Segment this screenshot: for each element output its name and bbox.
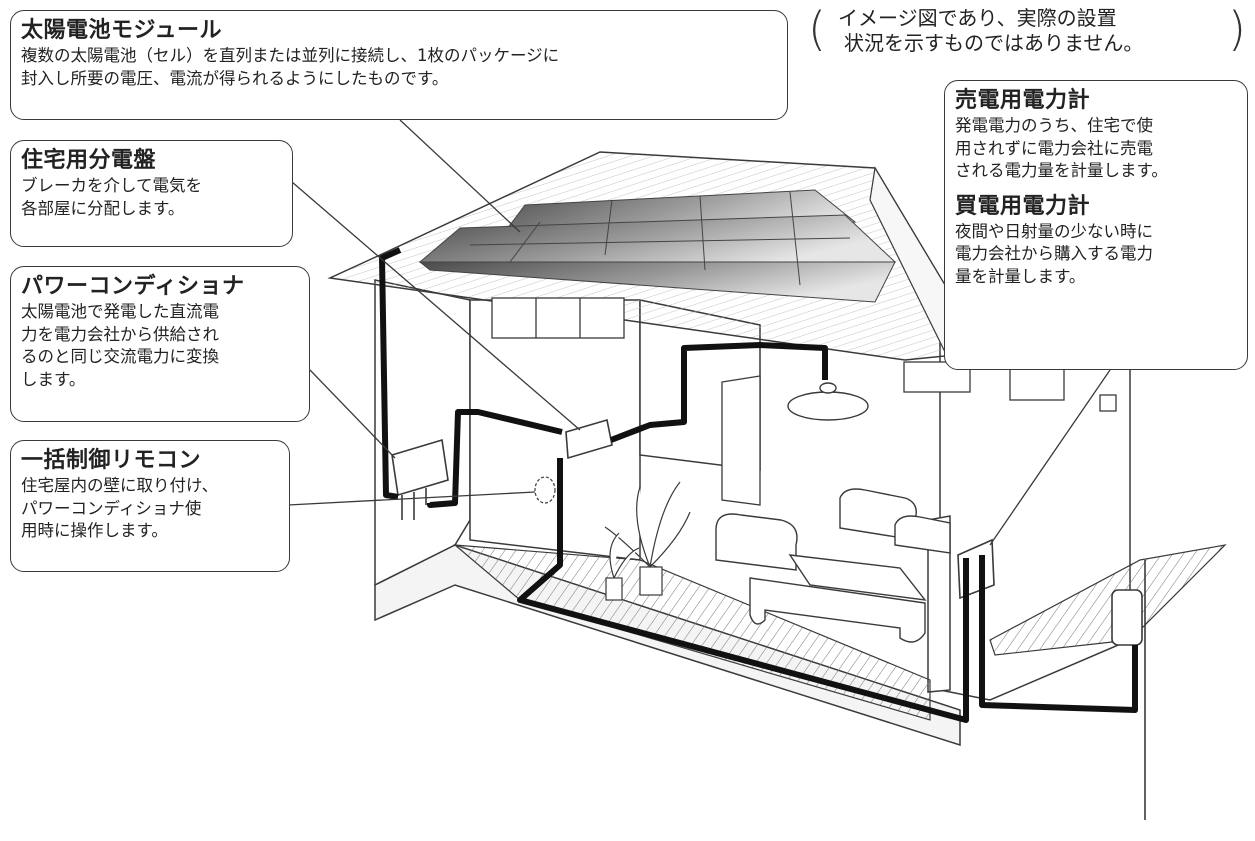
note-close-paren: ) [1228,2,1246,56]
wires [379,247,1138,723]
callout-line: 各部屋に分配します。 [21,198,185,218]
callout-line: 用されずに電力会社に売電 [955,138,1153,158]
callout-line: パワーコンディショナ使 [21,498,202,518]
callout-line: 電力会社から購入する電力 [955,244,1153,263]
note-line-2: 状況を示すものではありません。 [844,31,1144,55]
deck-floor [989,544,1227,656]
note-open-paren: ( [808,2,826,56]
callout-title: パワーコンディショナ [21,274,245,299]
callout-line: 力を電力会社から供給され [21,324,219,344]
callout-title: 太陽電池モジュール [21,18,222,43]
callout-meters: 売電用電力計 発電電力のうち、住宅で使 用されずに電力会社に売電 される電力量を… [944,80,1248,370]
callout-line: 封入し所要の電圧、電流が得られるようにしたものです。 [21,68,449,88]
callout-line: 複数の太陽電池（セル）を直列または並列に接続し、1枚のパッケージに [21,46,560,65]
callout-line: 用時に操作します。 [21,521,168,540]
callout-line: 住宅屋内の壁に取り付け、 [21,476,219,495]
callout-line: るのと同じ交流電力に変換 [21,347,219,366]
solar-panels [418,189,897,303]
distribution-board [565,418,613,460]
callout-line: 発電電力のうち、住宅で使 [955,116,1153,135]
ceiling-lamp [787,382,869,421]
callout-power-conditioner: パワーコンディショナ 太陽電池で発電した直流電 力を電力会社から供給され るのと… [10,266,310,422]
callout-line: 量を計量します。 [955,266,1086,286]
callout-distribution-board: 住宅用分電盤 ブレーカを介して電気を 各部屋に分配します。 [10,140,293,247]
callout-remote-controller: 一括制御リモコン 住宅屋内の壁に取り付け、 パワーコンディショナ使 用時に操作し… [10,440,290,572]
callout-line: される電力量を計量します。 [955,161,1168,180]
power-conditioner [391,438,449,520]
callout-line: 夜間や日射量の少ない時に [955,221,1153,241]
callout-title: 一括制御リモコン [21,448,202,473]
callout-line: 太陽電池で発電した直流電 [21,302,219,321]
callout-line: ブレーカを介して電気を [21,176,203,195]
plants [604,481,691,601]
callout-line: します。 [21,369,86,389]
note-line-1: イメージ図であり、実際の設置 [838,6,1117,30]
callout-title: 買電用電力計 [955,193,1091,219]
remote-controller [534,476,556,504]
sofa-set [715,488,951,643]
leader-lines [287,119,1111,546]
note-text: イメージ図であり、実際の設置 状況を示すものではありません。 [838,6,1238,56]
callout-solar-module: 太陽電池モジュール 複数の太陽電池（セル）を直列または並列に接続し、1枚のパッケ… [10,10,788,120]
callout-title: 住宅用分電盤 [21,148,157,173]
callout-title: 売電用電力計 [955,88,1091,113]
